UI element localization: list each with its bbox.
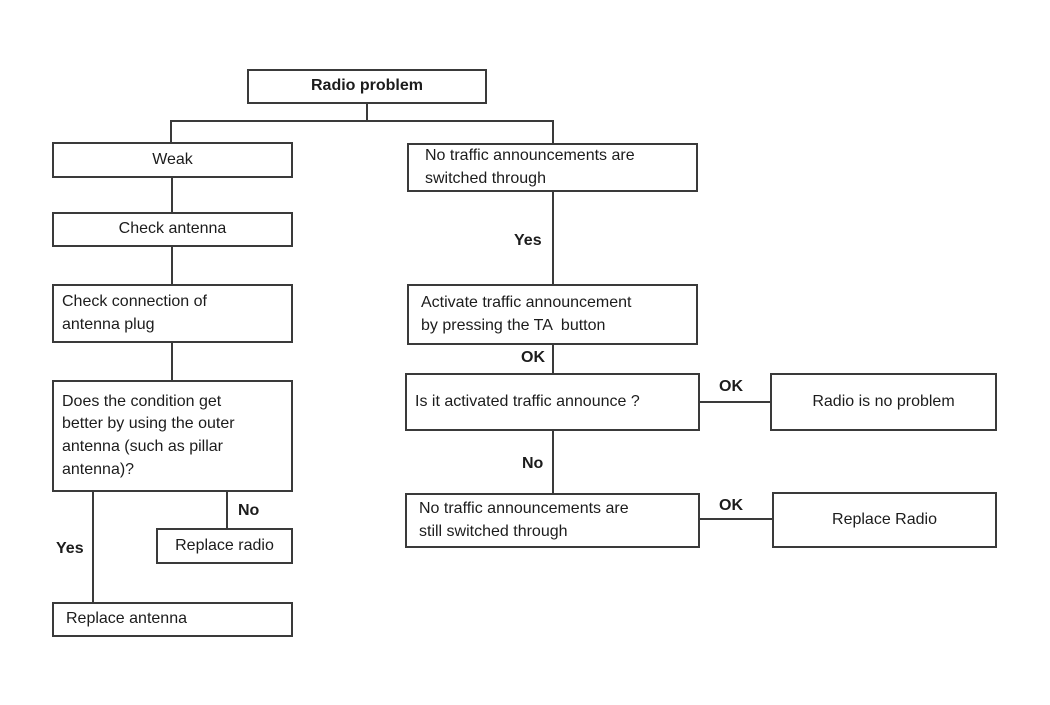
node-radio-is-no-problem: Radio is no problem — [770, 373, 997, 431]
connector-ok-to-radio-no-problem — [700, 401, 770, 403]
node-no-traffic-announcements: No traffic announcements are switched th… — [407, 143, 698, 192]
connector-ok-to-is-activated — [552, 345, 554, 373]
node-replace-antenna: Replace antenna — [52, 602, 293, 637]
connector-ok-to-replace-radio — [700, 518, 772, 520]
node-weak: Weak — [52, 142, 293, 178]
connector-yes-to-activate — [552, 192, 554, 284]
connector-weak-to-check-antenna — [171, 178, 173, 212]
connector-drop-to-no-traffic — [552, 122, 554, 143]
connector-no-to-replace-radio — [226, 492, 228, 528]
connector-check-antenna-to-connection — [171, 247, 173, 284]
connector-radio-problem-stub — [366, 104, 368, 120]
connector-no-to-still-switched — [552, 431, 554, 493]
node-replace-radio-final: Replace Radio — [772, 492, 997, 548]
node-check-connection: Check connection of antenna plug — [52, 284, 293, 343]
node-does-condition-get-better: Does the condition get better by using t… — [52, 380, 293, 492]
connector-drop-to-weak — [170, 122, 172, 142]
connector-connection-to-condition — [171, 343, 173, 380]
node-no-traffic-still-switched: No traffic announcements are still switc… — [405, 493, 700, 548]
edge-label-no-left: No — [238, 502, 260, 519]
node-activate-traffic-announcement: Activate traffic announcement by pressin… — [407, 284, 698, 345]
edge-label-ok-activate: OK — [521, 349, 545, 366]
edge-label-no-right: No — [522, 455, 544, 472]
node-replace-radio: Replace radio — [156, 528, 293, 564]
node-radio-problem: Radio problem — [247, 69, 487, 104]
edge-label-yes-left: Yes — [56, 540, 84, 557]
node-is-activated-traffic-announce: Is it activated traffic announce ? — [405, 373, 700, 431]
connector-branch-horizontal — [170, 120, 554, 122]
node-check-antenna: Check antenna — [52, 212, 293, 247]
edge-label-ok-no-problem: OK — [719, 378, 743, 395]
connector-yes-to-replace-antenna — [92, 492, 94, 602]
edge-label-ok-replace: OK — [719, 497, 743, 514]
edge-label-yes-right: Yes — [514, 232, 542, 249]
